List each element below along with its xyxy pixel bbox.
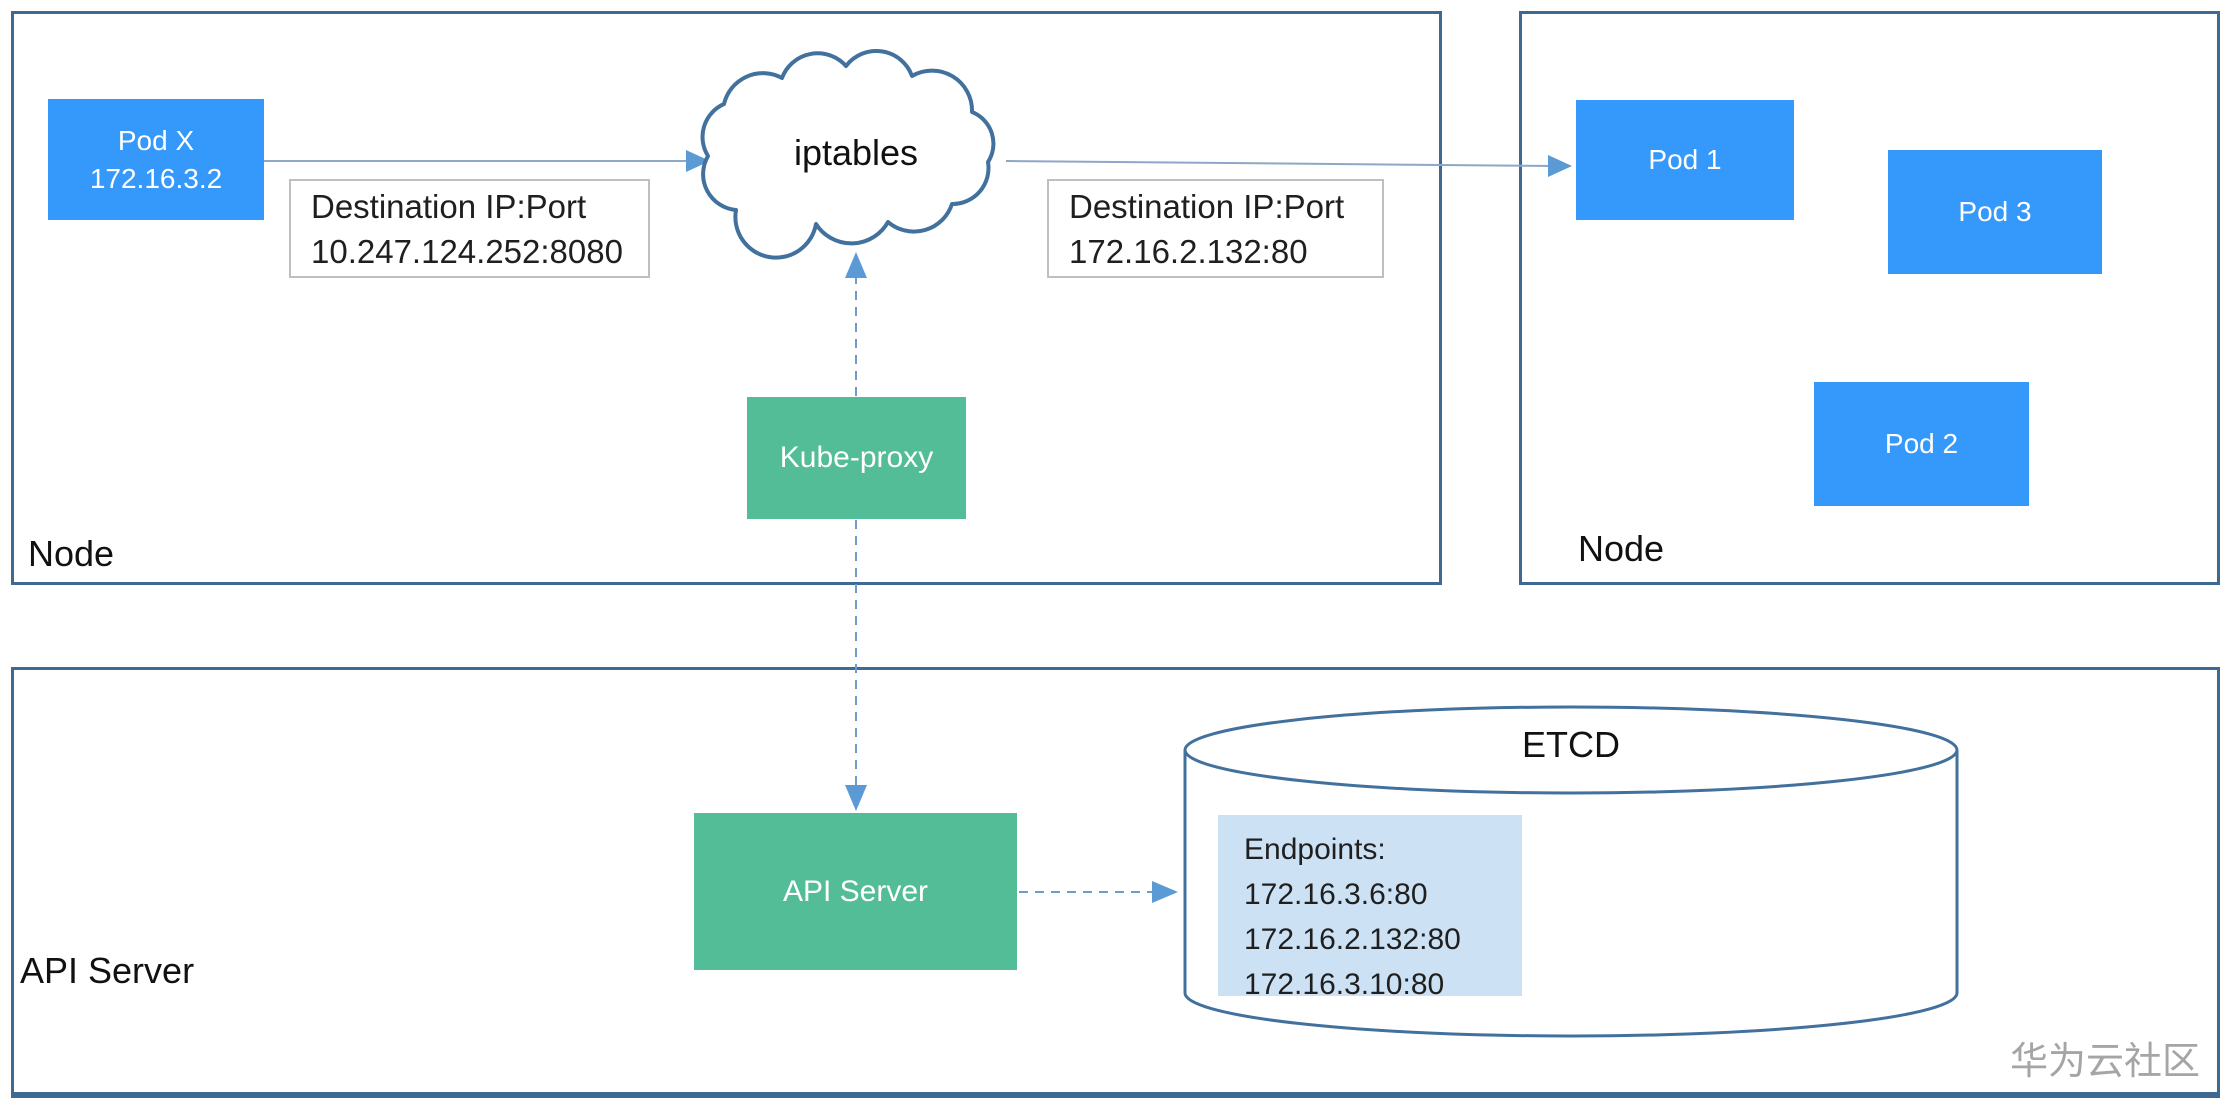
node-left-box xyxy=(11,11,1442,585)
endpoint-item-1: 172.16.3.6:80 xyxy=(1244,878,1428,911)
etcd-label: ETCD xyxy=(1522,724,1620,765)
destination-after-value: 172.16.2.132:80 xyxy=(1069,233,1308,270)
pod-x-box: Pod X 172.16.3.2 xyxy=(48,99,264,220)
destination-before-note: Destination IP:Port 10.247.124.252:8080 xyxy=(289,179,650,278)
destination-before-title: Destination IP:Port xyxy=(311,188,587,225)
destination-after-note: Destination IP:Port 172.16.2.132:80 xyxy=(1047,179,1384,278)
watermark-text: 华为云社区 xyxy=(2009,1041,2200,1083)
endpoint-item-2: 172.16.2.132:80 xyxy=(1244,923,1461,956)
pod-2-box: Pod 2 xyxy=(1814,382,2029,506)
endpoints-title: Endpoints: xyxy=(1244,833,1386,866)
kube-proxy-box: Kube-proxy xyxy=(747,397,966,519)
pod-x-ip: 172.16.3.2 xyxy=(89,162,223,194)
endpoint-item-3: 172.16.3.10:80 xyxy=(1244,968,1445,1001)
pod-3-box: Pod 3 xyxy=(1888,150,2102,274)
pod-x-name: Pod X xyxy=(117,124,195,156)
destination-before-value: 10.247.124.252:8080 xyxy=(311,233,623,270)
endpoints-panel: Endpoints: 172.16.3.6:80 172.16.2.132:80… xyxy=(1218,815,1522,1001)
control-plane-label: API Server xyxy=(20,950,195,991)
control-plane-box xyxy=(11,667,2220,1098)
iptables-label: iptables xyxy=(793,132,919,173)
node-right-box xyxy=(1519,11,2220,585)
node-left-label: Node xyxy=(28,533,115,574)
node-right-label: Node xyxy=(1578,528,1665,569)
pod-1-box: Pod 1 xyxy=(1576,100,1794,220)
destination-after-title: Destination IP:Port xyxy=(1069,188,1345,225)
api-server-box: API Server xyxy=(694,813,1017,970)
